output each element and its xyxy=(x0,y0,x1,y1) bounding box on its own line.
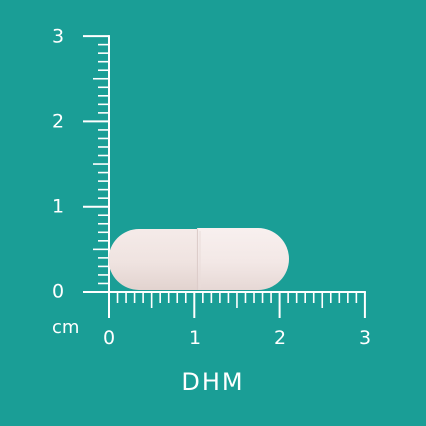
unit-label: cm xyxy=(52,317,80,338)
product-name: DHM xyxy=(181,368,245,396)
y-axis-ticks xyxy=(83,35,110,293)
x-tick-label-3: 3 xyxy=(358,327,372,349)
capsule xyxy=(108,228,289,290)
y-tick-label-3: 3 xyxy=(52,25,65,48)
y-tick-label-0: 0 xyxy=(52,280,65,303)
x-axis-ticks xyxy=(108,291,366,318)
x-tick-label-1: 1 xyxy=(188,327,202,349)
y-tick-label-1: 1 xyxy=(52,195,65,218)
capsule-right-body xyxy=(197,228,289,290)
x-tick-label-0: 0 xyxy=(102,327,116,349)
x-tick-label-2: 2 xyxy=(273,327,287,349)
capsule-left-cap xyxy=(108,229,200,290)
y-tick-label-2: 2 xyxy=(52,110,65,133)
